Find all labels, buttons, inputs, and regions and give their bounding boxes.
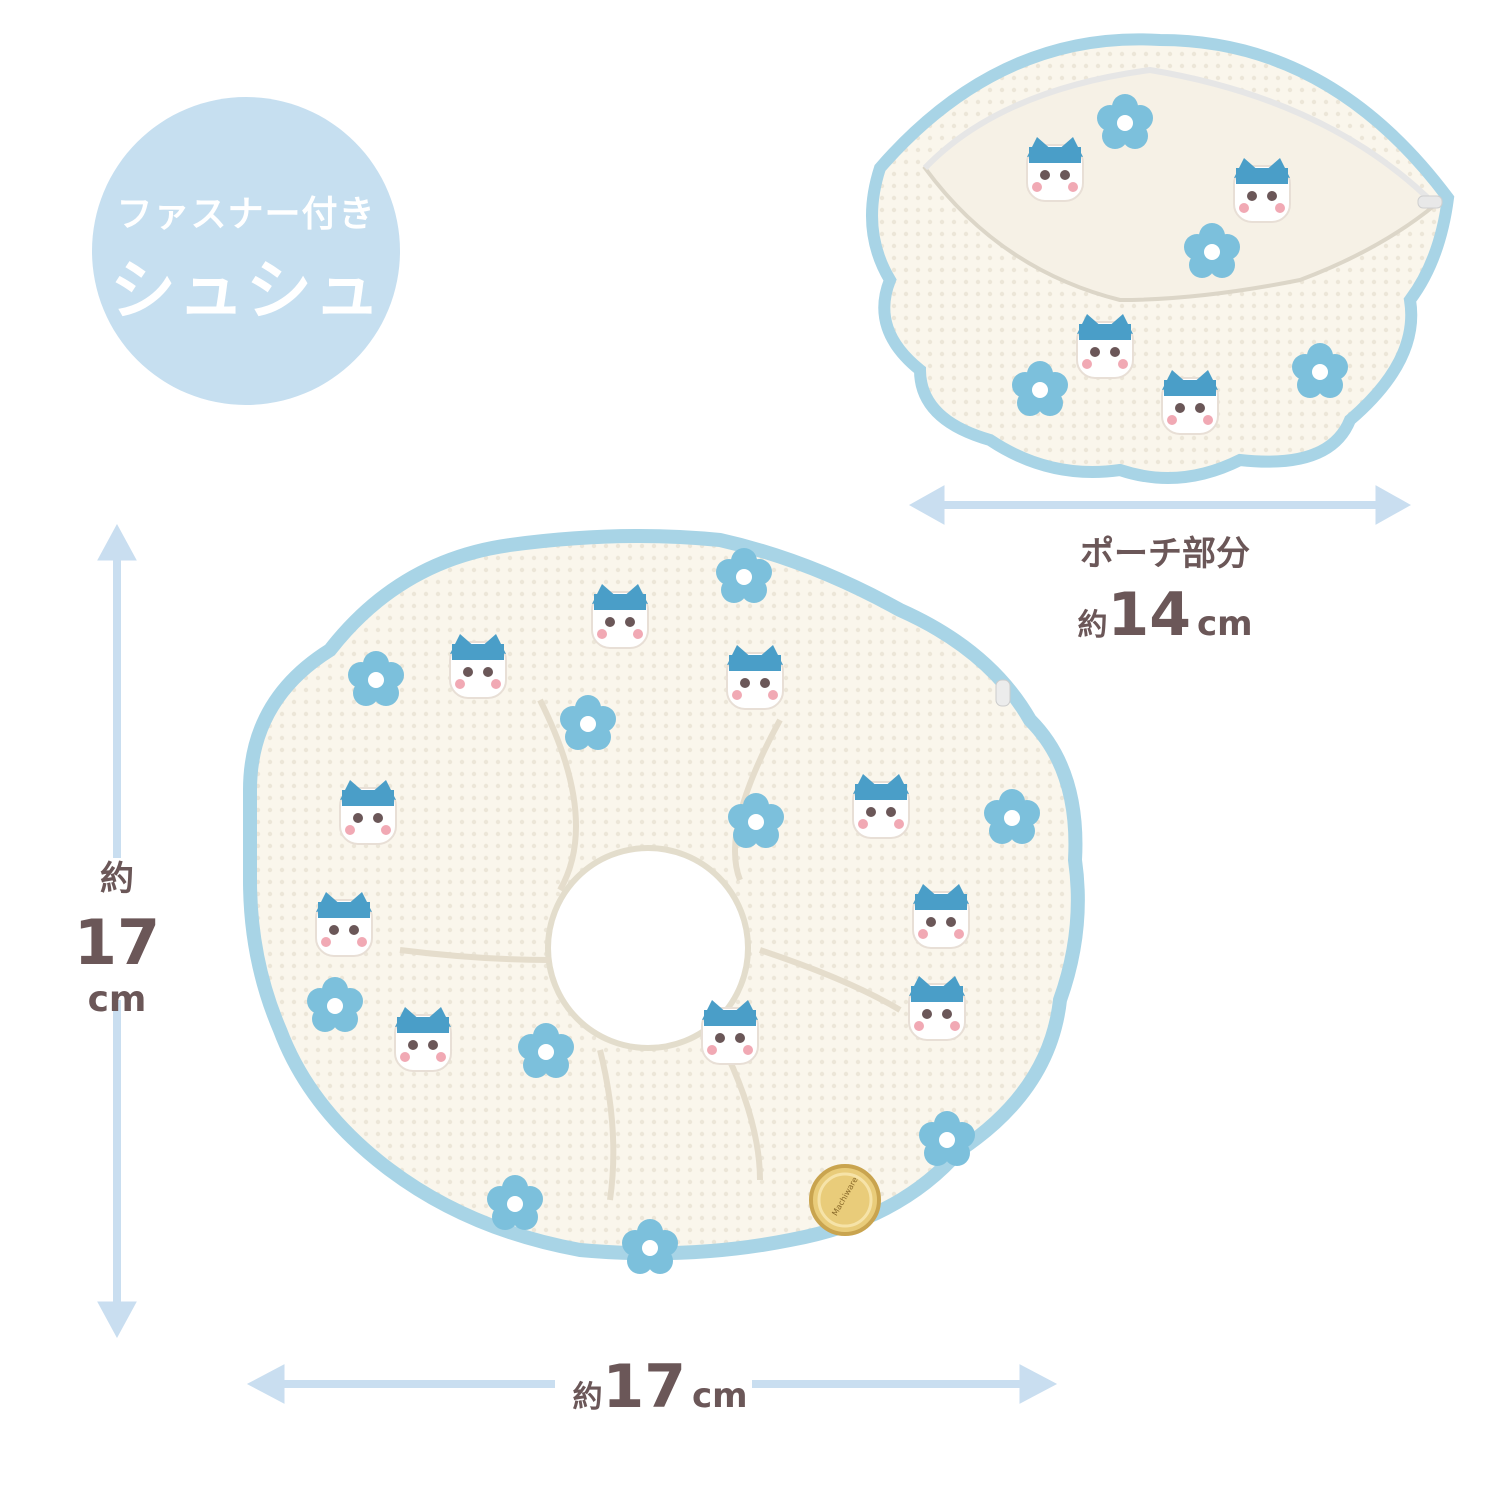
- height-unit: cm: [87, 979, 147, 1020]
- feature-badge: ファスナー付き シュシュ: [92, 97, 400, 405]
- width-unit: cm: [691, 1376, 748, 1416]
- width-prefix: 約: [572, 1380, 603, 1415]
- height-arrow: [97, 523, 137, 1339]
- height-label: 約 17 cm: [62, 862, 172, 1018]
- pouch-size-prefix: 約: [1077, 608, 1108, 643]
- pouch-photo: [866, 33, 1455, 484]
- badge-line-2: シュシュ: [110, 252, 382, 329]
- pouch-size-value: 14: [1107, 580, 1191, 650]
- scrunchie-photo: [243, 529, 1085, 1274]
- height-prefix: 約: [100, 859, 134, 899]
- width-arrow: [246, 1364, 1058, 1404]
- pouch-size-unit: cm: [1196, 604, 1253, 644]
- badge-line-1: ファスナー付き: [116, 194, 376, 235]
- pouch-width-arrow: [908, 485, 1412, 525]
- width-value: 17: [602, 1352, 686, 1422]
- height-value: 17: [73, 906, 161, 979]
- pouch-caption: ポーチ部分: [1080, 534, 1250, 574]
